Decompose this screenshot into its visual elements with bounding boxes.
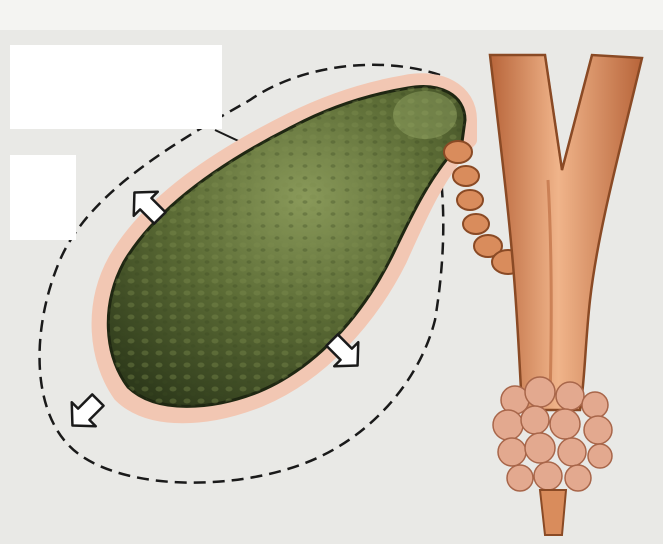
label-box-top [10,45,222,129]
gallbladder-neck-highlight [393,91,457,139]
duodenal-papilla [540,490,566,535]
background-band [0,0,663,30]
label-box-side [10,155,76,240]
